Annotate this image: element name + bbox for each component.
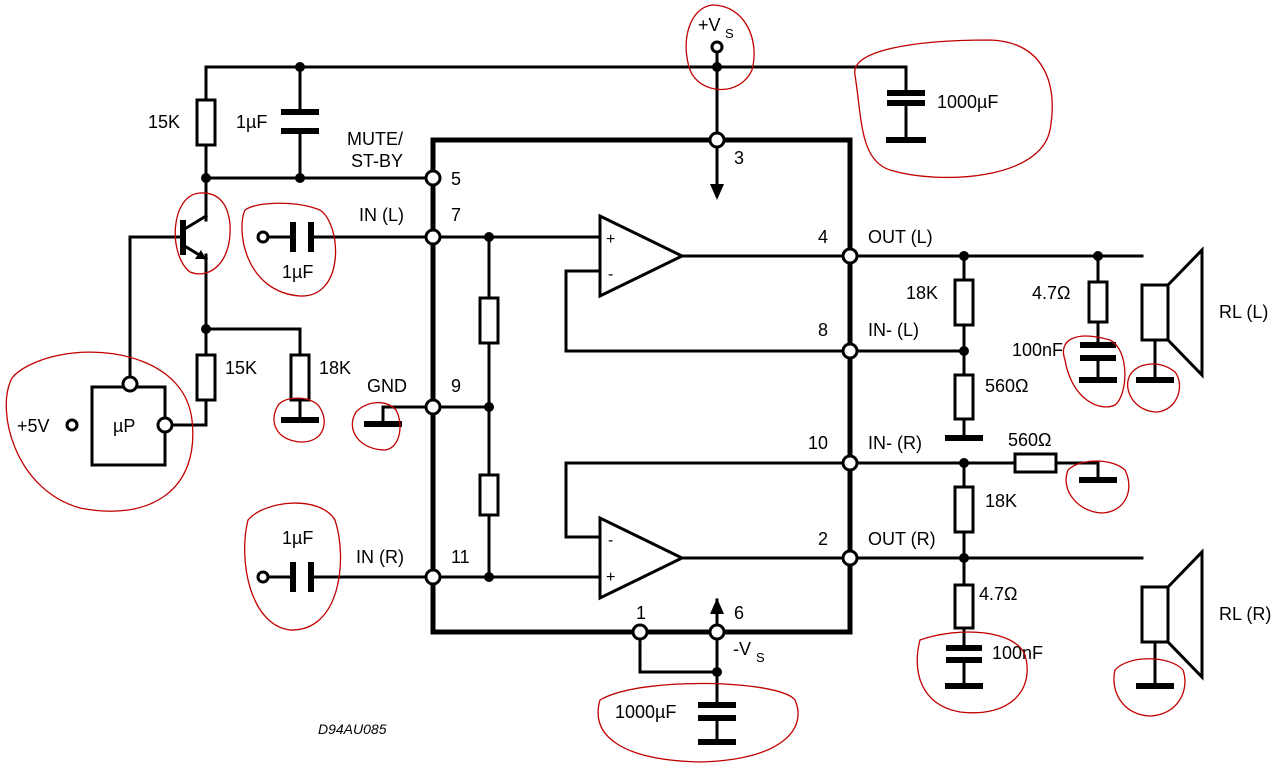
capacitor-supply-neg — [698, 702, 736, 721]
opamp-left-plus: + — [606, 231, 615, 248]
opamp-right-plus: + — [606, 569, 615, 586]
vs-negative-label: -V — [733, 639, 751, 659]
labels: +V S -V S 3 5 7 9 11 4 8 10 2 1 6 MUTE/ … — [17, 15, 1271, 737]
r-gnd-right-value: 560Ω — [1008, 430, 1052, 450]
speaker-left — [1140, 246, 1204, 379]
transistor-npn — [180, 213, 209, 262]
pin-11-label: 11 — [451, 547, 470, 567]
c-supply-pos-value: 1000µF — [937, 92, 998, 112]
vs-negative-subscript: S — [756, 650, 765, 665]
in-left-label: IN (L) — [359, 205, 404, 225]
out-right-label: OUT (R) — [868, 529, 936, 549]
resistor-internal-top — [478, 296, 500, 345]
pin-2-label: 2 — [818, 529, 828, 549]
resistor-4r7-left — [1087, 280, 1109, 324]
in-right-label: IN (R) — [356, 547, 404, 567]
opamp-right: - + — [598, 515, 686, 601]
c-zobel-left-value: 100nF — [1012, 340, 1063, 360]
pin-3-label: 3 — [734, 148, 744, 168]
rl-left-label: RL (L) — [1219, 302, 1268, 322]
pin-10-label: 10 — [808, 433, 828, 453]
resistor-18k-right — [953, 485, 975, 534]
capacitor-mute — [281, 109, 319, 134]
c-supply-neg-value: 1000µF — [615, 702, 676, 722]
capacitor-zobel-left — [1080, 342, 1116, 361]
opamp-right-minus: - — [608, 532, 613, 549]
vs-positive-subscript: S — [725, 26, 734, 41]
resistor-4r7-right — [953, 583, 975, 630]
arrow-down-icon — [710, 184, 724, 200]
pin-circles — [65, 40, 859, 641]
mcu-label: µP — [113, 416, 135, 436]
pin-8-label: 8 — [818, 320, 828, 340]
wires — [128, 48, 1157, 744]
capacitor-zobel-right — [946, 645, 982, 663]
resistor-18k-base — [289, 353, 311, 402]
microcontroller: µP — [90, 385, 167, 467]
grounds — [281, 377, 1174, 745]
in-minus-left-label: IN- (L) — [868, 320, 919, 340]
resistor-560-right — [1013, 452, 1058, 474]
resistor-15k-top — [195, 98, 217, 147]
pin-5-label: 5 — [451, 169, 461, 189]
c-in-left-value: 1µF — [282, 262, 313, 282]
pin-6-label: 6 — [734, 603, 744, 623]
in-minus-right-label: IN- (R) — [868, 433, 922, 453]
r-top-left-value: 15K — [148, 112, 180, 132]
capacitor-in-right — [290, 562, 314, 592]
plus-5v-label: +5V — [17, 416, 50, 436]
resistor-15k-bottom — [195, 353, 217, 402]
capacitors — [281, 90, 1116, 721]
r-gnd-left-value: 560Ω — [985, 376, 1029, 396]
red-annotation-circles — [5, 4, 1186, 763]
vs-positive-label: +V — [698, 15, 721, 35]
c-mute-value: 1µF — [236, 112, 267, 132]
figure-reference: D94AU085 — [318, 721, 387, 737]
r-fb-left-value: 18K — [906, 283, 938, 303]
r-base-18k-value: 18K — [319, 358, 351, 378]
capacitor-supply-pos — [886, 90, 926, 143]
resistor-internal-bottom — [478, 473, 500, 517]
mute-label-line1: MUTE/ — [347, 129, 403, 149]
resistor-18k-left — [953, 278, 975, 327]
c-zobel-right-value: 100nF — [992, 643, 1043, 663]
r-base-bottom-value: 15K — [225, 358, 257, 378]
resistors — [195, 98, 1109, 630]
gnd-label: GND — [367, 376, 407, 396]
pin-7-label: 7 — [451, 205, 461, 225]
mute-label-line2: ST-BY — [351, 151, 403, 171]
out-left-label: OUT (L) — [868, 227, 933, 247]
opamp-left-minus: - — [608, 266, 613, 283]
pin-1-label: 1 — [636, 603, 646, 623]
pin-9-label: 9 — [451, 376, 461, 396]
speaker-right — [1140, 548, 1204, 681]
rl-right-label: RL (R) — [1219, 604, 1271, 624]
resistor-560-left — [953, 373, 975, 421]
junctions — [201, 62, 1103, 677]
c-in-right-value: 1µF — [282, 528, 313, 548]
r-zobel-right-value: 4.7Ω — [979, 584, 1017, 604]
opamp-left: + - — [598, 213, 686, 299]
arrow-up-icon — [710, 598, 724, 614]
arrows — [710, 184, 724, 614]
r-zobel-left-value: 4.7Ω — [1032, 283, 1070, 303]
capacitor-in-left — [290, 222, 314, 252]
pin-4-label: 4 — [818, 227, 828, 247]
r-fb-right-value: 18K — [985, 491, 1017, 511]
